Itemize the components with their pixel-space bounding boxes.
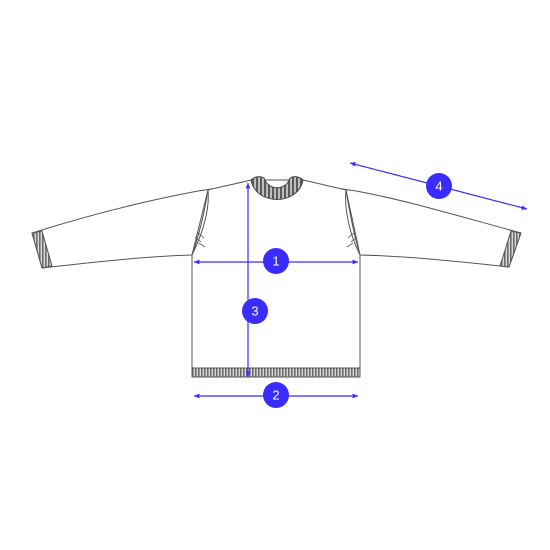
sweater-illustration — [31, 176, 522, 378]
left-cuff — [31, 230, 53, 269]
badge-label: 4 — [435, 179, 442, 194]
badge-label: 3 — [251, 304, 258, 319]
measurement-badge-4: 4 — [426, 173, 452, 199]
hem-rib — [191, 367, 361, 378]
measurement-badge-3: 3 — [242, 298, 268, 324]
right-cuff — [499, 230, 522, 268]
underarm-folds — [194, 231, 358, 248]
left-sleeve — [31, 181, 252, 269]
right-armhole-seam — [345, 189, 361, 256]
badge-label: 1 — [272, 254, 279, 269]
badge-label: 2 — [272, 388, 279, 403]
measurement-badge-2: 2 — [263, 382, 289, 408]
collar-rib — [250, 176, 304, 200]
left-armhole-seam — [191, 189, 209, 256]
measurement-badge-1: 1 — [263, 248, 289, 274]
